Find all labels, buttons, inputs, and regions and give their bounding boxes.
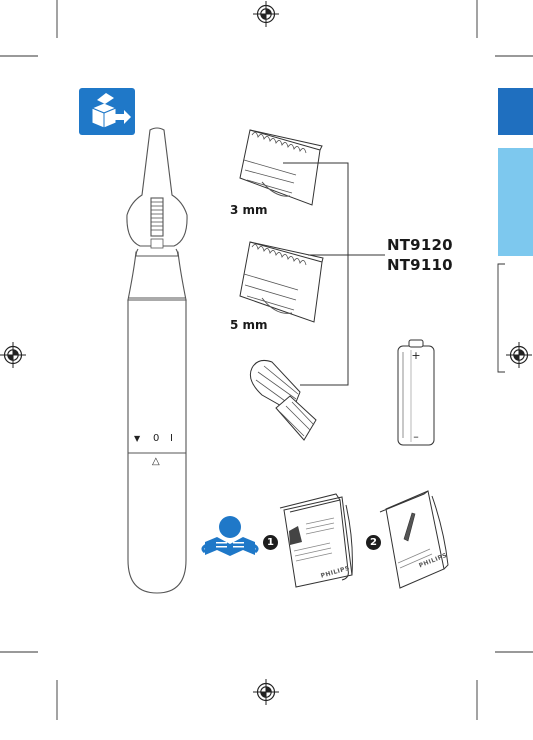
- registration-target-icon: [253, 1, 279, 27]
- page-tab-light: [498, 148, 533, 256]
- comb-5mm-label: 5 mm: [230, 318, 268, 332]
- registration-target-icon: [506, 342, 532, 368]
- switch-triangle: △: [152, 456, 160, 467]
- person-reading-icon: [203, 516, 257, 556]
- trimmer: [127, 128, 187, 593]
- switch-off-symbol: 0: [153, 433, 159, 444]
- booklet-2: [380, 491, 448, 588]
- registration-target-icon: [253, 679, 279, 705]
- comb-5mm: [240, 242, 323, 322]
- step-number-2: 2: [366, 535, 381, 550]
- model-number-2: NT9110: [387, 256, 453, 274]
- model-number-1: NT9120: [387, 236, 453, 254]
- registration-target-icon: [0, 342, 26, 368]
- box-arrow-icon: [79, 88, 135, 135]
- page-tab-dark: [498, 88, 533, 135]
- battery-minus: –: [413, 430, 419, 443]
- cleaning-brush: [250, 360, 316, 440]
- battery-plus: +: [411, 349, 420, 362]
- comb-3mm-label: 3 mm: [230, 203, 268, 217]
- switch-on-symbol: I: [170, 433, 173, 444]
- comb-3mm: [240, 130, 322, 205]
- step-number-1: 1: [263, 535, 278, 550]
- switch-arrow: ▼: [134, 434, 140, 443]
